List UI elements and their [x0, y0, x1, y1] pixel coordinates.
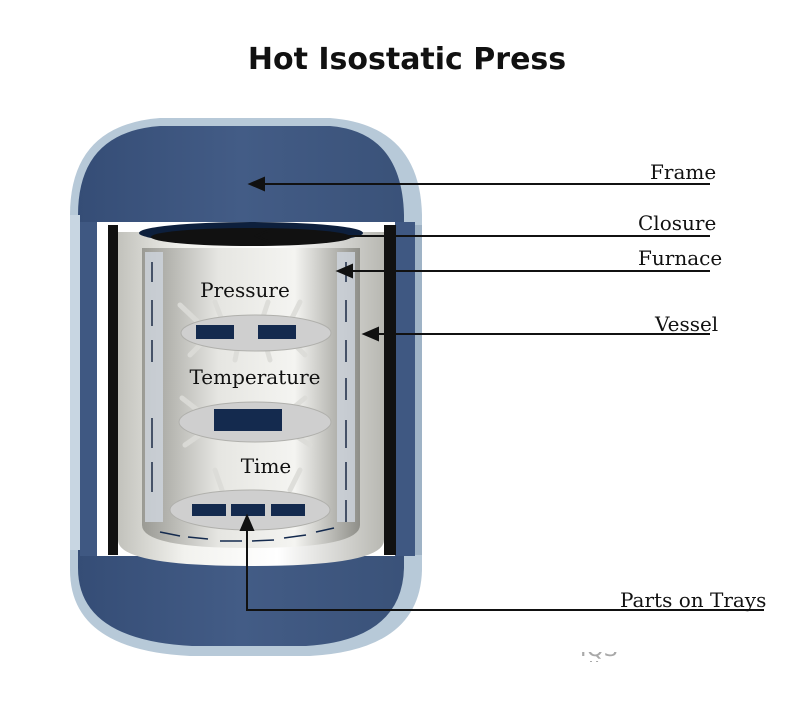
part [192, 504, 226, 516]
closure [139, 222, 363, 246]
temperature-label: Temperature [189, 365, 321, 389]
part [258, 325, 296, 339]
furnace [145, 252, 355, 522]
watermark: IQS directory [580, 652, 690, 662]
part [196, 325, 234, 339]
leader-lines [239, 176, 764, 611]
closure-label: Closure [638, 211, 717, 235]
furnace-label: Furnace [638, 246, 723, 270]
part [214, 409, 282, 431]
pressure-label: Pressure [200, 278, 290, 302]
parts-on-trays [169, 314, 332, 531]
part [231, 504, 265, 516]
vessel-label: Vessel [655, 312, 719, 336]
frame-label: Frame [650, 160, 717, 184]
tray-1 [180, 314, 332, 352]
diagram-title: Hot Isostatic Press [247, 42, 567, 77]
time-label: Time [240, 454, 292, 478]
parts-on-trays-label: Parts on Trays [620, 588, 767, 612]
part [271, 504, 305, 516]
